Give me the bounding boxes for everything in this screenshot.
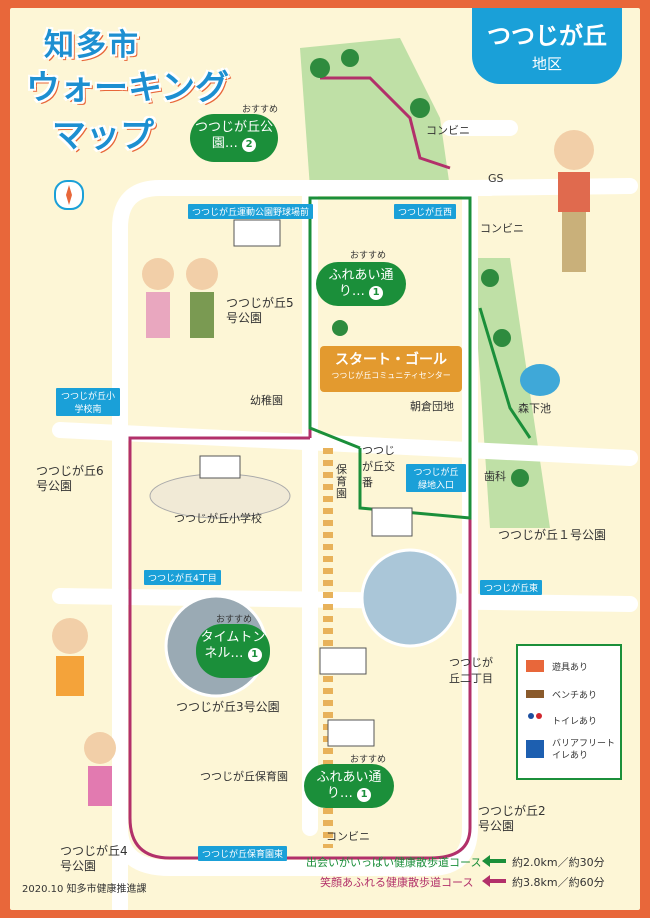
legend-play: 遊具あり — [552, 663, 589, 673]
title-line-2: ウォーキング — [26, 68, 229, 108]
spot-park-bubble: つつじが丘公園… 2 — [190, 114, 278, 162]
osusume-4: おすすめ — [350, 755, 387, 765]
spot-fureai-bottom-bubble: ふれあい通り… 1 — [304, 764, 394, 808]
map-sheet: 知多市 ウォーキング マップ つつじが丘 地区 つつじが丘運動公園野球場前 つつ… — [10, 8, 640, 910]
legend-bench: ベンチあり — [552, 691, 598, 701]
photo-park — [360, 548, 460, 648]
place-moriike: 森下池 — [518, 402, 551, 415]
osusume-1: おすすめ — [242, 105, 279, 115]
spot-tunnel-bubble: タイムトンネル… 1 — [196, 624, 270, 678]
trees — [310, 49, 529, 487]
place-park3: つつじが丘3号公園 — [176, 700, 280, 714]
place-nursery: つつじが丘保育園 — [200, 770, 288, 783]
spot-fureai-bottom-num: 1 — [357, 788, 372, 802]
moriike-pond — [520, 364, 560, 396]
road-label-fourth: つつじが丘4丁目 — [144, 570, 221, 585]
place-park6: つつじが丘6号公園 — [36, 464, 104, 493]
map-base — [52, 38, 638, 910]
course-1-arrow-icon — [482, 855, 506, 867]
place-dentist: 歯科 — [484, 470, 506, 483]
road-label-school-south: つつじが丘小学校南 — [56, 388, 120, 416]
place-park1: つつじが丘１号公園 — [498, 528, 607, 542]
pink-course-route — [128, 76, 472, 860]
district-suffix: 地区 — [531, 55, 562, 73]
start-goal-text: スタート・ゴール — [335, 352, 447, 368]
road-label-east: つつじが丘東 — [480, 580, 543, 595]
place-park2: つつじが丘2号公園 — [478, 804, 546, 833]
place-park4: つつじが丘4号公園 — [60, 844, 128, 873]
community-center-text: つつじが丘コミュニティセンター — [331, 371, 451, 380]
osusume-2: おすすめ — [350, 251, 387, 261]
place-convenience-1: コンビニ — [426, 124, 470, 137]
district-name: つつじが丘 — [487, 22, 607, 50]
spot-fureai-top-num: 1 — [369, 286, 384, 300]
spot-fureai-bottom-text: ふれあい通り… — [316, 770, 382, 801]
district-badge: つつじが丘 地区 — [472, 8, 622, 84]
course-1-distance: 約2.0km／約30分 — [512, 856, 605, 869]
place-asakura: 朝倉団地 — [410, 400, 454, 413]
legend-barrier-free: バリアフリートイレあり — [552, 739, 616, 761]
road-label-nursery-east: つつじが丘保育園東 — [198, 846, 288, 861]
spot-park-num: 2 — [242, 138, 257, 152]
roads — [52, 120, 638, 910]
spot-fureai-top-text: ふれあい通り… — [328, 268, 394, 299]
legend-icons — [526, 660, 544, 758]
apartments — [233, 219, 413, 747]
title-line-1: 知多市 — [44, 28, 140, 63]
map-title: 知多市 ウォーキング マップ — [18, 16, 238, 156]
osusume-3: おすすめ — [216, 615, 253, 625]
place-koban: つつじが丘交番 — [362, 444, 395, 489]
place-park5: つつじが丘5号公園 — [226, 296, 294, 325]
legend-toilet: トイレあり — [552, 717, 598, 727]
start-goal-sign: スタート・ゴール つつじが丘コミュニティセンター — [320, 346, 462, 392]
place-nursery-vertical: 保育園 — [336, 463, 347, 500]
place-nichome: つつじが丘二丁目 — [449, 656, 493, 685]
course-1-name: 出会いがいっぱい健康散歩道コース — [306, 856, 482, 869]
footer-text: 2020.10 知多市健康推進課 — [22, 884, 147, 895]
course-2-arrow-icon — [482, 875, 506, 887]
school-building — [199, 455, 241, 479]
road-label-west: つつじが丘西 — [394, 204, 457, 219]
place-school: つつじが丘小学校 — [174, 512, 262, 525]
spot-park-text: つつじが丘公園… — [194, 120, 273, 151]
course-2-distance: 約3.8km／約60分 — [512, 876, 605, 889]
place-kindergarten: 幼稚園 — [250, 394, 283, 407]
place-convenience-2: コンビニ — [480, 222, 524, 235]
people-figures — [52, 130, 594, 806]
legend-toilet-icon — [528, 713, 534, 719]
legend-bench-icon — [526, 690, 544, 698]
course-2-name: 笑顔あふれる健康散歩道コース — [320, 876, 474, 889]
legend-play-icon — [526, 660, 544, 672]
spot-tunnel-text: タイムトンネル… — [200, 630, 266, 661]
place-gs: GS — [488, 172, 504, 185]
legend-barrier-free-icon — [526, 740, 544, 758]
compass-icon — [54, 180, 84, 210]
place-convenience-3: コンビニ — [326, 830, 370, 843]
legend-box: 遊具あり ベンチあり トイレあり バリアフリートイレあり — [516, 644, 622, 780]
park-top-area — [300, 38, 450, 188]
spot-fureai-top-bubble: ふれあい通り… 1 — [316, 262, 406, 306]
road-label-green-entrance: つつじが丘緑地入口 — [406, 464, 466, 492]
road-label-baseball: つつじが丘運動公園野球場前 — [188, 204, 314, 219]
green-course-route — [308, 196, 532, 520]
title-line-3: マップ — [52, 116, 154, 156]
spot-tunnel-num: 1 — [247, 648, 262, 662]
